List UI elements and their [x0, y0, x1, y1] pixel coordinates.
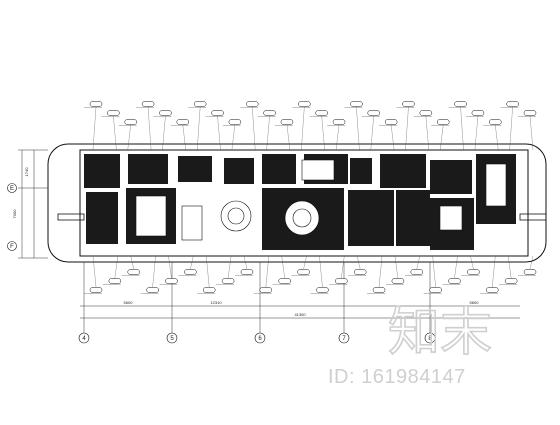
axis-bubble-label: 7 — [342, 336, 346, 342]
axis-bubble-label: 5 — [170, 336, 174, 342]
callout-tag — [431, 119, 450, 151]
callout-tag — [292, 101, 311, 151]
left-height-2: 7000 — [12, 209, 17, 219]
total-dimension: 41300 — [294, 312, 306, 317]
callout-tag — [483, 119, 502, 151]
callout-tag — [136, 101, 155, 151]
callout-tag — [413, 110, 433, 151]
grid-axis-bubbles: 4 5 6 7 8 — [78, 332, 436, 344]
callout-tag — [153, 110, 172, 151]
callout-tag — [404, 255, 424, 276]
axis-bubble-label: 6 — [258, 336, 262, 342]
callout-tag — [216, 255, 235, 285]
right-extension — [519, 213, 547, 221]
dimension-segment-5: 5600 — [470, 300, 480, 305]
callout-tag — [361, 110, 381, 151]
callout-tag — [222, 119, 242, 151]
callout-tag — [379, 119, 398, 151]
callout-tag — [140, 255, 159, 294]
callout-tag — [448, 101, 467, 151]
callout-tag — [240, 101, 259, 151]
callout-tag — [518, 110, 537, 151]
furniture — [135, 159, 507, 241]
callout-tag — [205, 110, 224, 151]
callout-tag — [178, 255, 197, 276]
row-bubble-label: E — [10, 186, 14, 192]
callout-tag — [442, 255, 461, 285]
axis-bubble: 8 — [424, 332, 436, 344]
left-extension — [57, 213, 85, 221]
callout-tag — [348, 255, 367, 276]
callout-tag — [234, 255, 254, 276]
callout-tag — [291, 255, 310, 276]
callout-tag — [500, 101, 519, 151]
callout-tag — [465, 110, 485, 151]
callout-tag — [84, 101, 103, 151]
axis-bubble-label: 8 — [428, 336, 432, 342]
axis-bubble: 4 — [78, 332, 90, 344]
callout-tag — [121, 255, 140, 276]
callout-tag — [344, 101, 363, 151]
callout-tag — [197, 255, 216, 294]
axis-bubble: 5 — [166, 332, 178, 344]
callout-tag — [274, 119, 294, 151]
callout-tags-bottom — [84, 255, 537, 294]
axis-bubble: 7 — [338, 332, 350, 344]
left-height-1: 1740 — [24, 167, 29, 177]
interior-footprint — [79, 149, 529, 257]
callout-tag — [367, 255, 386, 294]
watermark-logo: 知末 — [387, 302, 493, 362]
callout-tag — [159, 255, 178, 285]
callout-tag — [170, 119, 190, 151]
dimension-segment-1: 5600 — [124, 300, 134, 305]
callout-tag — [423, 255, 442, 294]
callout-tag — [102, 255, 122, 285]
row-axis-bubbles: EF — [7, 183, 17, 251]
callout-tag — [518, 255, 537, 276]
callout-tag — [101, 110, 120, 151]
axis-bubble-label: 4 — [82, 336, 86, 342]
axis-bubble: 6 — [254, 332, 266, 344]
grid-lines — [80, 262, 520, 336]
callout-tag — [310, 255, 329, 294]
callout-tag — [272, 255, 291, 285]
left-dimension-lines — [18, 149, 48, 259]
callout-tags-top — [84, 101, 537, 151]
callout-tag — [499, 255, 518, 285]
watermark-logo-text: 知末 — [388, 303, 492, 362]
callout-tag — [118, 119, 137, 151]
row-bubble: E — [7, 183, 17, 193]
watermark-id: ID: 161984147 — [328, 366, 466, 388]
callout-tag — [396, 101, 415, 151]
callout-tag — [385, 255, 405, 285]
callout-tag — [84, 255, 103, 294]
callout-tag — [329, 255, 348, 285]
callout-tag — [461, 255, 480, 276]
callout-tag — [309, 110, 328, 151]
building-outline — [47, 143, 547, 263]
callout-tag — [257, 110, 276, 151]
callout-tag — [253, 255, 273, 294]
callout-tag — [327, 119, 346, 151]
callout-tag — [480, 255, 499, 294]
dimension-segment-2: 12310 — [210, 300, 222, 305]
callout-tag — [188, 101, 207, 151]
row-bubble-label: F — [10, 244, 14, 250]
row-bubble: F — [7, 241, 17, 251]
